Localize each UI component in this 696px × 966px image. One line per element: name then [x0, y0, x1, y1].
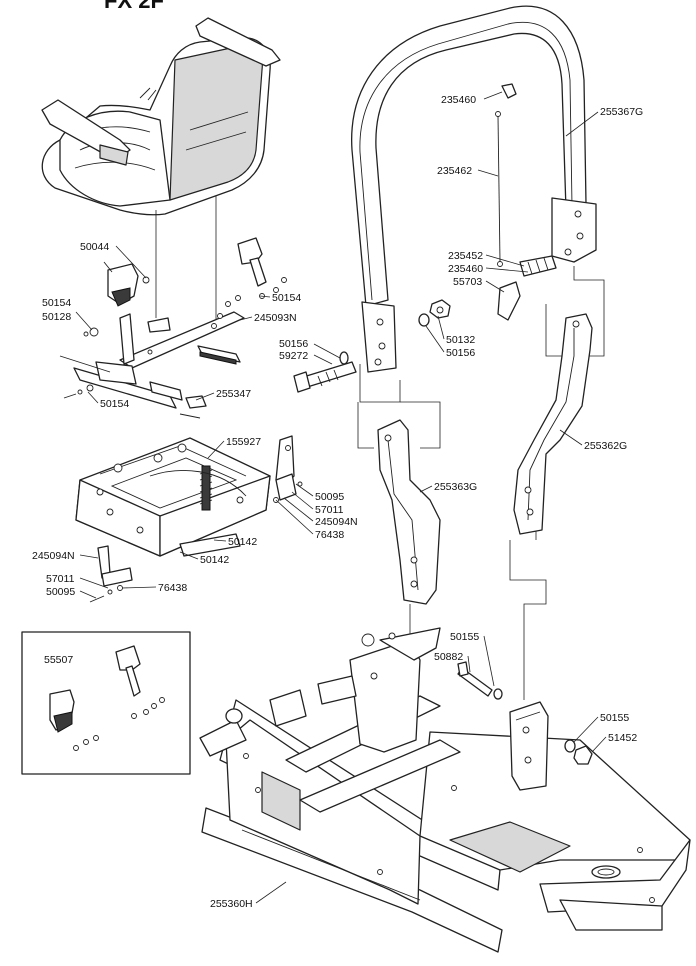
seat-assembly — [41, 17, 281, 216]
label-255360H: 255360H — [210, 898, 253, 910]
rops-mount-hardware — [457, 661, 593, 765]
main-frame — [199, 627, 691, 953]
adjustment-bracket-right — [273, 435, 303, 503]
label-59272: 59272 — [279, 350, 308, 362]
label-50142-a: 50142 — [228, 536, 257, 548]
label-50156-left: 50156 — [279, 338, 308, 350]
label-50132: 50132 — [446, 334, 475, 346]
label-57011-left: 57011 — [46, 573, 75, 585]
label-50095-right: 50095 — [315, 491, 344, 503]
leader-lines — [75, 91, 607, 904]
page-title-fragment: FX 2F — [104, 0, 164, 13]
label-235460-mid: 235460 — [448, 263, 483, 275]
label-50154-left: 50154 — [42, 297, 71, 309]
label-255367G: 255367G — [600, 106, 643, 118]
label-50882: 50882 — [434, 651, 463, 663]
label-255363G: 255363G — [434, 481, 477, 493]
label-76438-left: 76438 — [158, 582, 187, 594]
label-50155-top: 50155 — [450, 631, 479, 643]
label-245094N-right: 245094N — [315, 516, 358, 528]
seat-mount-parts — [59, 237, 287, 419]
label-51452: 51452 — [608, 732, 637, 744]
label-50142-b: 50142 — [200, 554, 229, 566]
label-55703: 55703 — [453, 276, 482, 288]
label-50095-left: 50095 — [46, 586, 75, 598]
label-235452: 235452 — [448, 250, 483, 262]
label-55507: 55507 — [44, 654, 73, 666]
label-50154-bottom: 50154 — [100, 398, 129, 410]
label-50044: 50044 — [80, 241, 109, 253]
part-labels: 235460 255367G 235462 235452 235460 5570… — [32, 94, 643, 910]
label-57011-right: 57011 — [315, 504, 344, 516]
rops-lower-left — [377, 419, 441, 605]
label-245094N-left: 245094N — [32, 550, 75, 562]
seat-suspension-base — [75, 437, 271, 557]
label-255347: 255347 — [216, 388, 251, 400]
label-50128: 50128 — [42, 311, 71, 323]
rops-lower-right — [513, 313, 593, 535]
label-255362G: 255362G — [584, 440, 627, 452]
label-245093N: 245093N — [254, 312, 297, 324]
rops-pivot-hardware — [293, 299, 451, 393]
label-50156-right: 50156 — [446, 347, 475, 359]
adjustment-bracket-left — [89, 545, 133, 603]
label-155927: 155927 — [226, 436, 261, 448]
label-50154-top: 50154 — [272, 292, 301, 304]
label-235460-top: 235460 — [441, 94, 476, 106]
rops-upper-hoop — [351, 5, 597, 373]
inset-box-55507 — [21, 631, 191, 775]
pin-lanyard — [495, 83, 557, 321]
label-50155-right: 50155 — [600, 712, 629, 724]
label-76438-right: 76438 — [315, 529, 344, 541]
label-235462: 235462 — [437, 165, 472, 177]
